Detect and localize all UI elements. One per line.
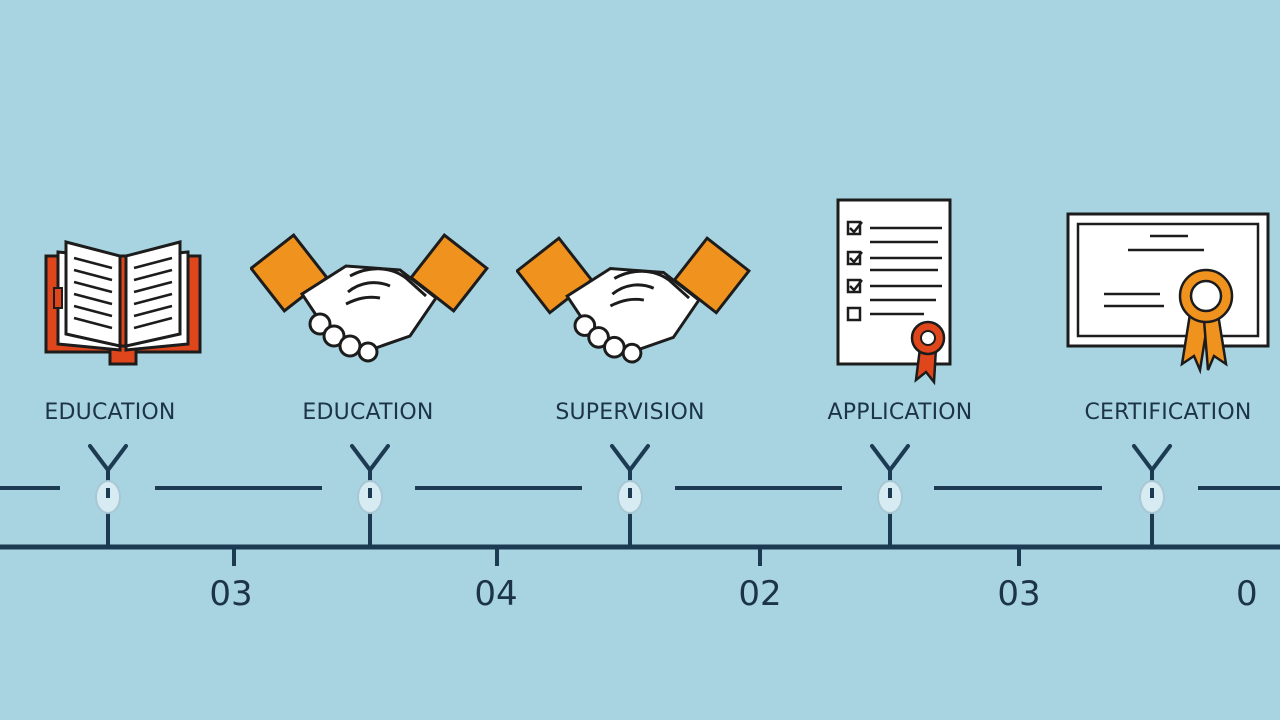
stage-label: EDUCATION: [302, 400, 434, 425]
stage-label: SUPERVISION: [555, 400, 705, 425]
stage-label: EDUCATION: [44, 400, 176, 425]
stage-label: CERTIFICATION: [1084, 400, 1252, 425]
stage-label: APPLICATION: [827, 400, 973, 425]
tick-label: 0: [1236, 574, 1258, 614]
tick-label: 03: [997, 574, 1041, 614]
tick-label: 03: [209, 574, 253, 614]
open-book-icon: [44, 240, 202, 366]
tick-label: 02: [738, 574, 782, 614]
handshake-icon: [516, 236, 752, 364]
timeline-track: [0, 444, 1280, 566]
checklist-document-icon: [836, 198, 952, 386]
tick-label: 04: [474, 574, 518, 614]
handshake-icon: [250, 232, 490, 363]
certificate-icon: [1066, 212, 1270, 375]
